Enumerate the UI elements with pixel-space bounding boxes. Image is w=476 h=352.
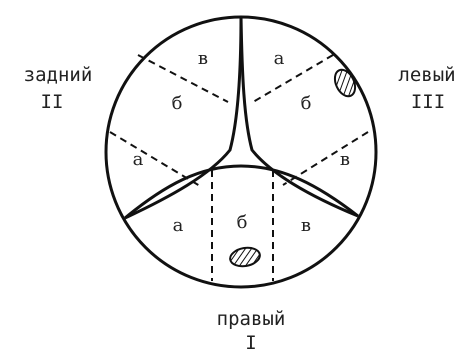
left-segment-v: в: [340, 149, 350, 170]
right-segment-b: б: [237, 212, 248, 233]
inner-boundary-lower: [125, 166, 358, 218]
rear-divider-2: [110, 132, 200, 186]
hatched-spot-right-b: [229, 246, 262, 269]
label-right-numeral: I: [245, 332, 256, 352]
rear-divider-1: [138, 55, 228, 102]
rear-segment-a: а: [133, 149, 144, 170]
inner-boundary-upper-left: [125, 16, 241, 218]
label-rear-numeral: II: [41, 91, 64, 113]
inner-boundary-upper-right: [241, 16, 358, 216]
label-left-name: левый: [398, 64, 455, 86]
left-segment-b: б: [301, 93, 312, 114]
left-divider-1: [253, 55, 333, 102]
left-segment-a: а: [274, 48, 285, 69]
label-left-numeral: III: [411, 91, 445, 113]
right-segment-v: в: [301, 215, 311, 236]
label-right-name: правый: [217, 308, 286, 330]
right-segment-a: а: [173, 215, 184, 236]
rear-segment-v: в: [198, 48, 208, 69]
hatched-spot-left-a: [331, 67, 359, 100]
label-rear-name: задний: [24, 64, 93, 86]
left-divider-2: [283, 132, 368, 185]
rear-segment-b: б: [172, 93, 183, 114]
